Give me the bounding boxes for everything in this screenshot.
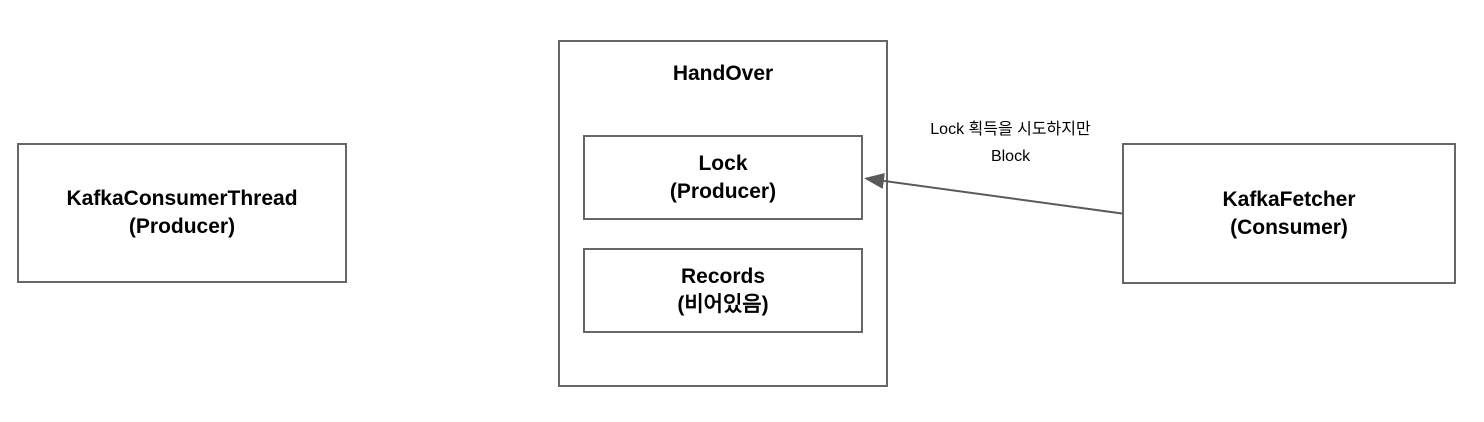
node-kafka-consumer-thread-subtitle: (Producer) xyxy=(128,215,236,238)
lock-attempt-arrow-label-line1: Lock 획득을 시도하지만 xyxy=(930,121,1091,138)
lock-attempt-arrow-label-line2: Block xyxy=(990,148,1031,165)
node-kafka-fetcher: KafkaFetcher (Consumer) xyxy=(1122,143,1456,284)
node-kafka-fetcher-title: KafkaFetcher xyxy=(1222,187,1356,211)
node-handover-title: HandOver xyxy=(672,62,774,85)
node-kafka-consumer-thread-title: KafkaConsumerThread xyxy=(66,187,298,210)
node-records-subtitle: (비어있음) xyxy=(677,292,769,316)
node-kafka-consumer-thread: KafkaConsumerThread (Producer) xyxy=(17,143,347,283)
node-lock-title: Lock xyxy=(698,151,748,175)
node-lock-subtitle: (Producer) xyxy=(669,179,777,203)
node-records-title: Records xyxy=(680,264,766,288)
lock-attempt-arrow-label: Lock 획득을 시도하지만 Block xyxy=(883,116,1138,170)
lock-attempt-arrow-line xyxy=(864,173,1123,215)
node-kafka-fetcher-subtitle: (Consumer) xyxy=(1230,215,1348,239)
node-records: Records (비어있음) xyxy=(583,248,863,333)
node-lock: Lock (Producer) xyxy=(583,135,863,220)
node-handover: HandOver Lock (Producer) Records (비어있음) xyxy=(558,40,888,387)
